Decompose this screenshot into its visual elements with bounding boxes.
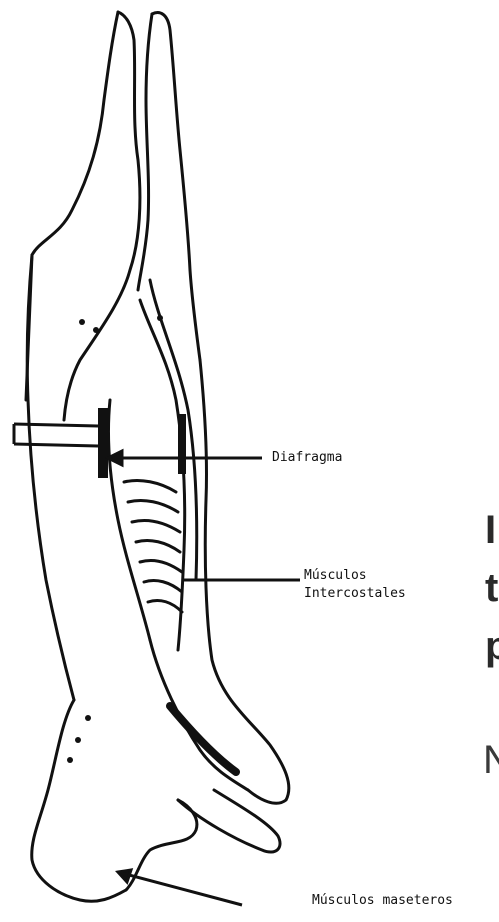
cutoff-letter-4: N (483, 740, 499, 780)
cutoff-letter-3: p (485, 626, 499, 666)
diafragma-label: Diafragma (272, 450, 342, 466)
hind-leg-right (152, 13, 200, 360)
intercostales-label-line1: Músculos (304, 568, 367, 584)
hind-leg-left (26, 12, 118, 400)
intercostales-label-line2: Intercostales (304, 586, 406, 602)
cutoff-letter-1: I (485, 510, 496, 550)
cutoff-letter-2: t (485, 568, 498, 608)
maseteros-label: Músculos maseteros (312, 893, 453, 909)
